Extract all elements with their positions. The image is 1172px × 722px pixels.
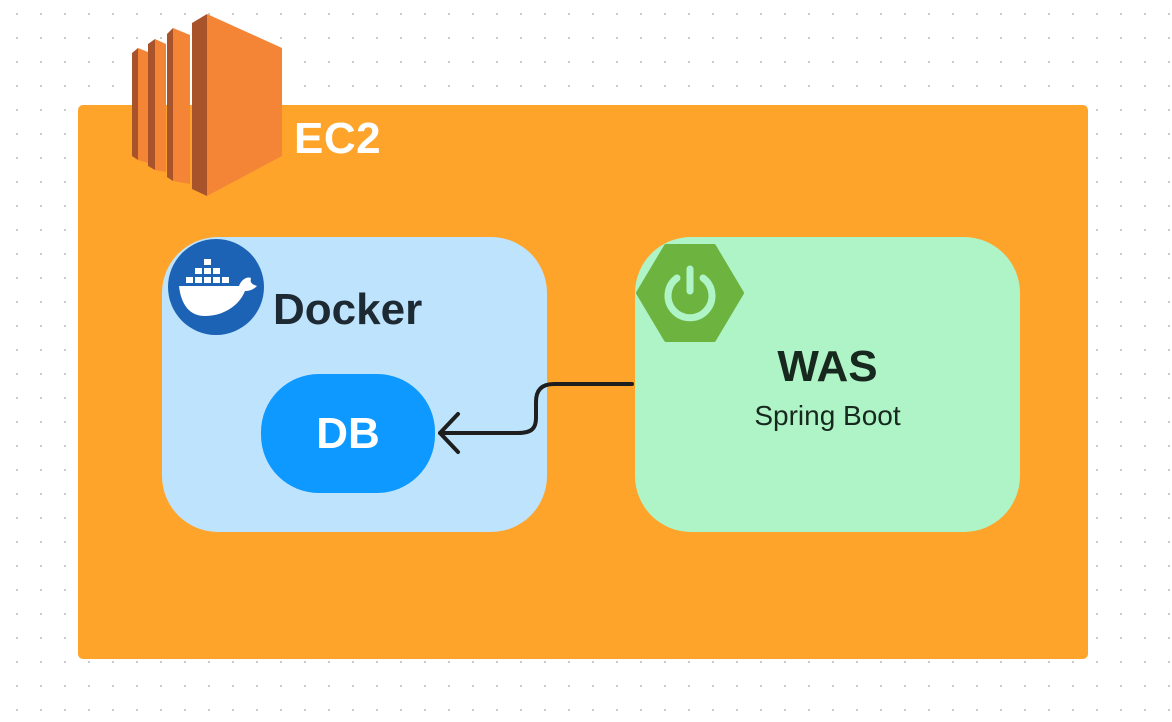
spring-boot-icon xyxy=(636,244,744,342)
was-label: WAS xyxy=(777,342,878,391)
aws-ec2-icon xyxy=(132,14,282,196)
db-node[interactable]: DB xyxy=(261,374,435,493)
docker-label: Docker xyxy=(273,285,423,334)
docker-whale-icon xyxy=(168,239,264,335)
was-sublabel: Spring Boot xyxy=(754,400,901,431)
db-label: DB xyxy=(316,408,380,458)
ec2-label: EC2 xyxy=(294,114,382,163)
